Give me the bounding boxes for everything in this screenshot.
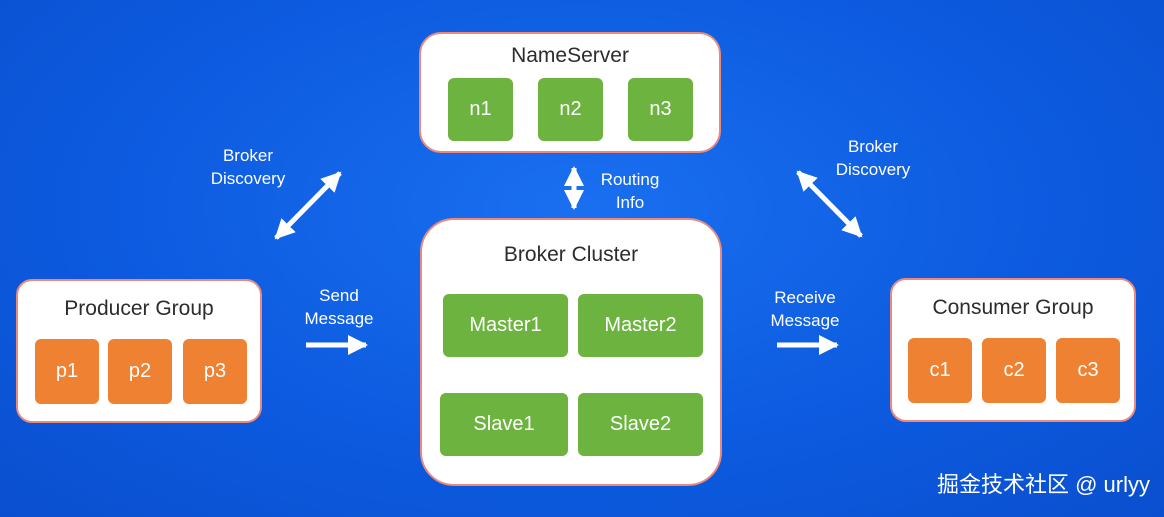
nameserver-node-n1: n1 — [448, 78, 513, 141]
receive-message-line1: Receive — [774, 288, 836, 307]
send-message-line1: Send — [319, 286, 359, 305]
routing-info-line2: Info — [615, 193, 645, 212]
broker-discovery-left-line2: Discovery — [210, 169, 286, 188]
broker-slave1: Slave1 — [440, 393, 568, 456]
nameserver-node-n3: n3 — [628, 78, 693, 141]
nameserver-title: NameServer — [511, 44, 629, 67]
broker-master1: Master1 — [443, 294, 568, 357]
broker-discovery-right-line2: Discovery — [835, 160, 911, 179]
consumer-c1: c1 — [908, 338, 972, 403]
consumer-c2: c2 — [982, 338, 1046, 403]
consumer-group-panel: Consumer Group c1 c2 c3 — [890, 278, 1136, 422]
send-message-label: Send Message — [294, 284, 384, 330]
send-message-line2: Message — [304, 309, 374, 328]
receive-message-line2: Message — [770, 311, 840, 330]
broker-slave2: Slave2 — [578, 393, 703, 456]
producer-p2: p2 — [108, 339, 172, 404]
routing-info-label: Routing Info — [590, 168, 670, 214]
broker-discovery-left-label: Broker Discovery — [196, 144, 300, 190]
nameserver-panel: NameServer n1 n2 n3 — [419, 32, 721, 153]
broker-discovery-left-line1: Broker — [222, 146, 274, 165]
producer-group-panel: Producer Group p1 p2 p3 — [16, 279, 262, 423]
broker-cluster-panel: Broker Cluster Master1 Master2 Slave1 Sl… — [420, 218, 722, 486]
broker-cluster-title: Broker Cluster — [503, 243, 639, 266]
producer-p1: p1 — [35, 339, 99, 404]
producer-p3: p3 — [183, 339, 247, 404]
consumer-group-title: Consumer Group — [932, 296, 1094, 319]
broker-discovery-left-arrow — [274, 171, 342, 240]
routing-info-line1: Routing — [600, 170, 660, 189]
watermark-text: 掘金技术社区 @ urlyy — [936, 472, 1150, 497]
nameserver-node-n2: n2 — [538, 78, 603, 141]
consumer-c3: c3 — [1056, 338, 1120, 403]
producer-group-title: Producer Group — [64, 297, 214, 320]
receive-message-label: Receive Message — [760, 286, 850, 332]
broker-discovery-right-label: Broker Discovery — [821, 135, 925, 181]
broker-master2: Master2 — [578, 294, 703, 357]
broker-discovery-right-line1: Broker — [847, 137, 899, 156]
broker-discovery-right-arrow — [796, 170, 863, 238]
